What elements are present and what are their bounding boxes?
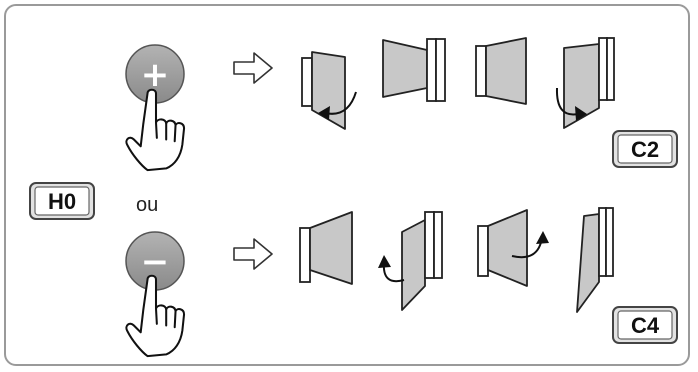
door-top-2 (382, 38, 446, 102)
door-top-3 (475, 37, 527, 105)
door-bottom-2 (378, 211, 443, 311)
c2-label: C2 (612, 130, 678, 168)
hand-icon-top (125, 88, 186, 172)
c2-text: C2 (631, 137, 659, 162)
ou-text: ou (136, 194, 158, 216)
plus-symbol: + (141, 55, 170, 95)
door-top-4 (555, 37, 615, 129)
diagram-frame (4, 4, 690, 366)
h0-text: H0 (48, 189, 76, 214)
door-bottom-3 (477, 209, 549, 287)
arrow-icon-bottom (233, 238, 273, 270)
door-bottom-1 (299, 211, 353, 285)
h0-label: H0 (29, 182, 95, 220)
door-bottom-4 (576, 207, 614, 313)
minus-symbol: − (141, 242, 170, 282)
minus-button[interactable]: − (125, 231, 185, 291)
arrow-icon-top (233, 52, 273, 84)
hand-icon-bottom (125, 274, 186, 358)
c4-text: C4 (631, 313, 660, 338)
c4-label: C4 (612, 306, 678, 344)
door-top-1 (301, 51, 357, 130)
